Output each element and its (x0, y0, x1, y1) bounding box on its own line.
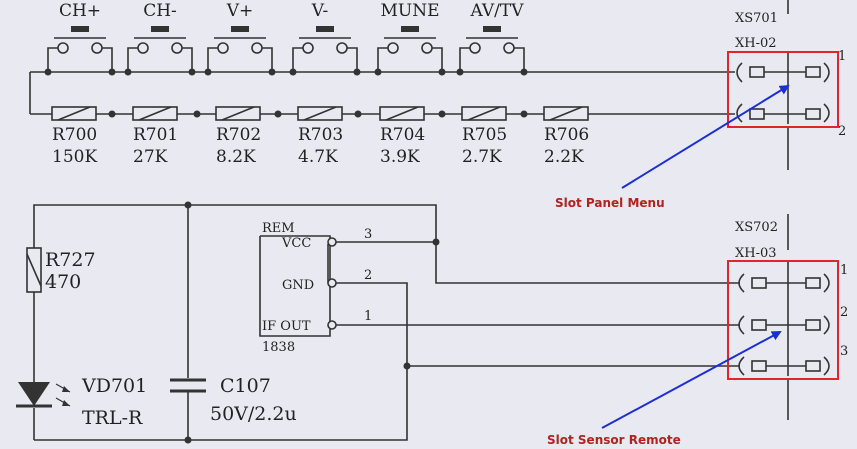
resistor-value-r701: 27K (133, 147, 168, 167)
led-vd701-symbol (16, 382, 71, 408)
resistor-ref-r702: R702 (216, 125, 261, 145)
pushbutton-ch-minus (127, 26, 193, 72)
resistor-value-r727: 470 (45, 271, 81, 293)
resistor-ref-r700: R700 (52, 125, 97, 145)
pushbutton-ch-plus (47, 26, 113, 72)
connector-xs702-pin3: 3 (840, 344, 848, 359)
button-label-v-minus: V- (311, 1, 328, 21)
connector-xs701-pin1: 1 (838, 49, 846, 64)
connector-type-xh02: XH-02 (735, 36, 777, 51)
resistor-ref-r727: R727 (45, 249, 96, 271)
resistor-value-r700: 150K (52, 147, 97, 167)
remote-pin-label-vcc: VCC (281, 236, 311, 251)
capacitor-c107-symbol (170, 378, 206, 393)
remote-pin-num-gnd: 2 (364, 268, 372, 283)
junction-dots-top (44, 68, 528, 118)
pushbutton-mune (377, 26, 443, 72)
pushbutton-v-plus (207, 26, 273, 72)
connector-type-xh03: XH-03 (735, 246, 777, 261)
connector-xs701-pin2: 2 (838, 124, 846, 139)
led-ref-vd701: VD701 (81, 375, 147, 397)
remote-pin-num-ifout: 1 (364, 309, 372, 324)
button-label-mune: MUNE (380, 1, 439, 21)
pushbutton-av-tv (459, 26, 525, 72)
resistor-ref-r706: R706 (544, 125, 589, 145)
connector-ref-xs702: XS702 (735, 220, 778, 235)
remote-receiver-module (259, 235, 337, 337)
highlight-box-sensor (727, 260, 839, 380)
pushbutton-v-minus (292, 26, 358, 72)
capacitor-value-c107: 50V/2.2u (210, 403, 297, 425)
connector-ref-xs701: XS701 (735, 11, 778, 26)
connector-xs702-body (738, 262, 830, 376)
highlight-box-panel (727, 51, 839, 128)
bottom-wiring (33, 204, 740, 441)
arrow-sensor-remote (601, 331, 782, 429)
button-label-ch-minus: CH- (143, 1, 177, 21)
annotation-slot-sensor-remote: Slot Sensor Remote (547, 433, 681, 447)
resistor-ref-r705: R705 (462, 125, 507, 145)
junction-dots-bottom (184, 201, 440, 444)
resistor-ref-r701: R701 (133, 125, 178, 145)
resistor-ref-r704: R704 (380, 125, 425, 145)
button-label-av-tv: AV/TV (469, 1, 524, 21)
resistor-r727-symbol (26, 247, 42, 293)
resistor-value-r704: 3.9K (380, 147, 420, 167)
annotation-slot-panel-menu: Slot Panel Menu (555, 196, 665, 210)
resistor-value-r706: 2.2K (544, 147, 584, 167)
resistor-value-r705: 2.7K (462, 147, 502, 167)
resistor-value-r703: 4.7K (298, 147, 338, 167)
button-label-ch-plus: CH+ (59, 1, 101, 21)
resistor-ref-r703: R703 (298, 125, 343, 145)
resistor-symbols-top (51, 106, 589, 121)
capacitor-ref-c107: C107 (220, 375, 271, 397)
resistor-value-r702: 8.2K (216, 147, 256, 167)
remote-pin-label-gnd: GND (282, 278, 314, 293)
button-label-v-plus: V+ (226, 1, 254, 21)
arrow-panel-menu (621, 84, 790, 189)
remote-pin-label-ifout: IF OUT (262, 319, 311, 334)
remote-module-name: REM (262, 221, 295, 236)
connector-xs702-pin2: 2 (840, 305, 848, 320)
connector-xs702-pin1: 1 (840, 263, 848, 278)
remote-module-part: 1838 (262, 340, 295, 355)
remote-pin-num-vcc: 3 (364, 227, 372, 242)
led-type-trl-r: TRL-R (82, 407, 143, 429)
